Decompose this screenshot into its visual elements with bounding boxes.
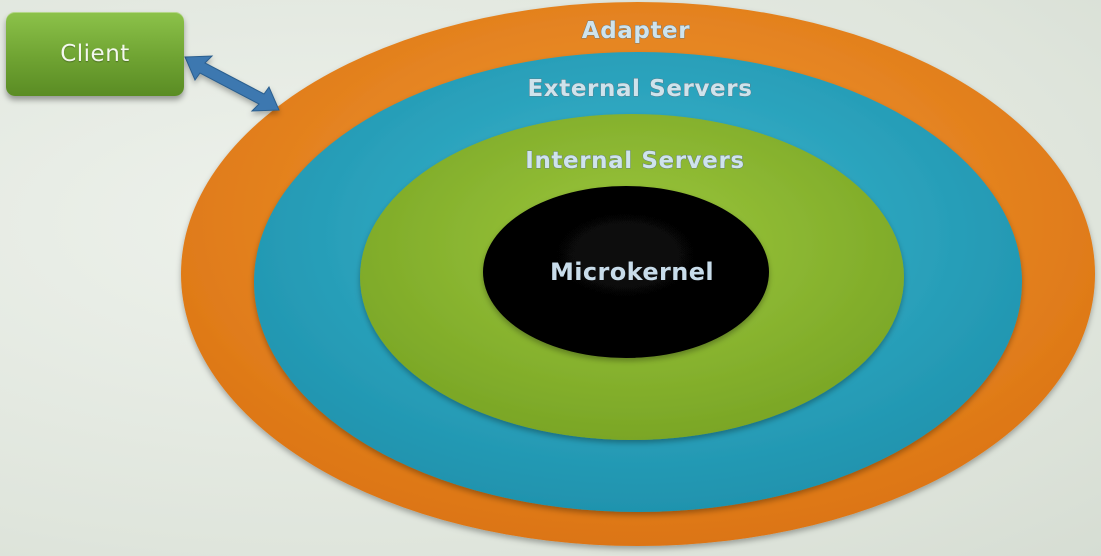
adapter-label: Adapter — [582, 18, 690, 44]
microkernel-core — [483, 186, 769, 358]
microkernel-label: Microkernel — [550, 258, 714, 286]
bidirectional-arrow-icon — [184, 55, 280, 112]
client-box: Client — [6, 12, 184, 96]
internal-servers-label: Internal Servers — [525, 148, 744, 174]
external-servers-label: External Servers — [527, 76, 752, 102]
client-label: Client — [60, 41, 130, 67]
